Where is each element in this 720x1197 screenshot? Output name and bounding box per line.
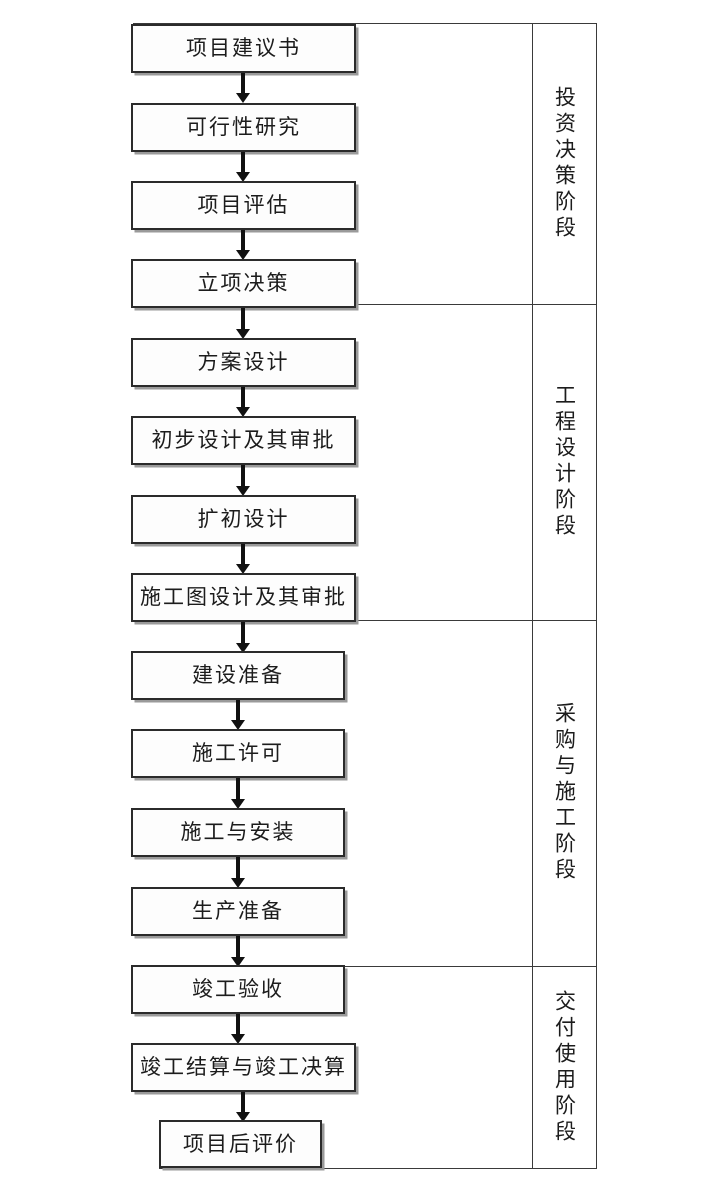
stage-label-text: 投资决策阶段 bbox=[552, 85, 577, 242]
stage-label-engineering-design: 工程设计阶段 bbox=[533, 304, 596, 620]
node-label: 可行性研究 bbox=[186, 115, 301, 139]
stage-label-delivery-use: 交付使用阶段 bbox=[533, 966, 596, 1169]
node-label: 生产准备 bbox=[192, 899, 284, 923]
node-label: 竣工结算与竣工决算 bbox=[140, 1055, 347, 1079]
stage-separator-2 bbox=[131, 620, 597, 621]
process-node-construction-and-installation[interactable]: 施工与安装 bbox=[131, 808, 345, 857]
node-label: 施工与安装 bbox=[180, 820, 296, 844]
process-node-scheme-design[interactable]: 方案设计 bbox=[131, 338, 356, 387]
node-label: 竣工验收 bbox=[192, 977, 284, 1001]
process-node-construction-permit[interactable]: 施工许可 bbox=[131, 729, 345, 778]
node-label: 施工许可 bbox=[192, 741, 284, 765]
node-label: 立项决策 bbox=[197, 271, 290, 295]
stage-label-investment-decision: 投资决策阶段 bbox=[533, 23, 596, 304]
process-node-project-proposal[interactable]: 项目建议书 bbox=[131, 24, 356, 73]
stage-column-divider bbox=[532, 23, 533, 1169]
node-label: 项目后评价 bbox=[183, 1131, 298, 1156]
process-node-completion-acceptance[interactable]: 竣工验收 bbox=[131, 965, 345, 1014]
node-label: 初步设计及其审批 bbox=[151, 428, 336, 452]
stage-label-text: 工程设计阶段 bbox=[552, 384, 577, 540]
process-node-production-preparation[interactable]: 生产准备 bbox=[131, 887, 345, 936]
node-label: 施工图设计及其审批 bbox=[140, 585, 347, 609]
stage-label-text: 交付使用阶段 bbox=[552, 989, 577, 1146]
process-node-extended-preliminary-design[interactable]: 扩初设计 bbox=[131, 495, 356, 544]
process-node-project-approval-decision[interactable]: 立项决策 bbox=[131, 259, 356, 308]
node-label: 项目建议书 bbox=[186, 36, 301, 60]
stage-separator-1 bbox=[131, 304, 597, 305]
process-node-preliminary-design-approval[interactable]: 初步设计及其审批 bbox=[131, 416, 356, 465]
process-node-final-settlement-and-accounts[interactable]: 竣工结算与竣工决算 bbox=[131, 1043, 356, 1092]
process-node-project-appraisal[interactable]: 项目评估 bbox=[131, 181, 356, 230]
node-label: 项目评估 bbox=[197, 193, 290, 217]
process-node-construction-drawing-design-approval[interactable]: 施工图设计及其审批 bbox=[131, 573, 356, 622]
stage-label-text: 采购与施工阶段 bbox=[552, 702, 577, 884]
frame-top-border bbox=[133, 23, 597, 24]
process-node-post-project-evaluation[interactable]: 项目后评价 bbox=[159, 1120, 322, 1168]
process-node-construction-preparation[interactable]: 建设准备 bbox=[131, 651, 345, 700]
stage-separator-3 bbox=[131, 966, 597, 967]
stage-label-procurement-construction: 采购与施工阶段 bbox=[533, 620, 596, 966]
frame-bottom-border bbox=[159, 1168, 597, 1169]
node-label: 建设准备 bbox=[192, 663, 284, 687]
frame-right-border bbox=[596, 23, 597, 1169]
node-label: 扩初设计 bbox=[197, 507, 290, 531]
node-label: 方案设计 bbox=[197, 350, 290, 374]
process-node-feasibility-study[interactable]: 可行性研究 bbox=[131, 103, 356, 152]
